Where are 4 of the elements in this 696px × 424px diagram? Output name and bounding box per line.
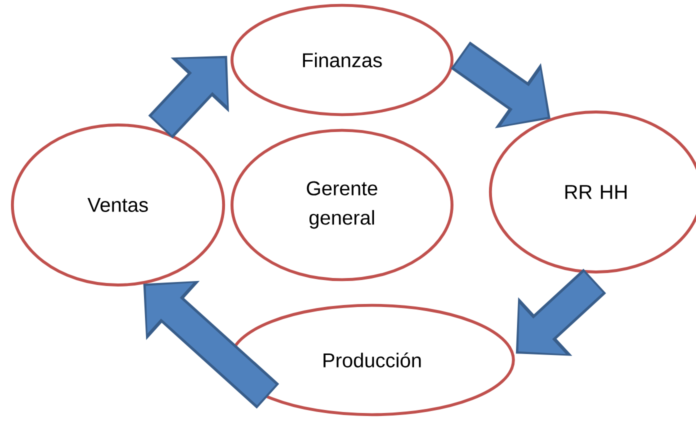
ellipse-node: Gerente general (230, 128, 454, 282)
ellipse-node: Ventas (10, 124, 226, 286)
ellipse-node: Producción (229, 304, 515, 416)
ellipse-node: Finanzas (230, 4, 454, 116)
